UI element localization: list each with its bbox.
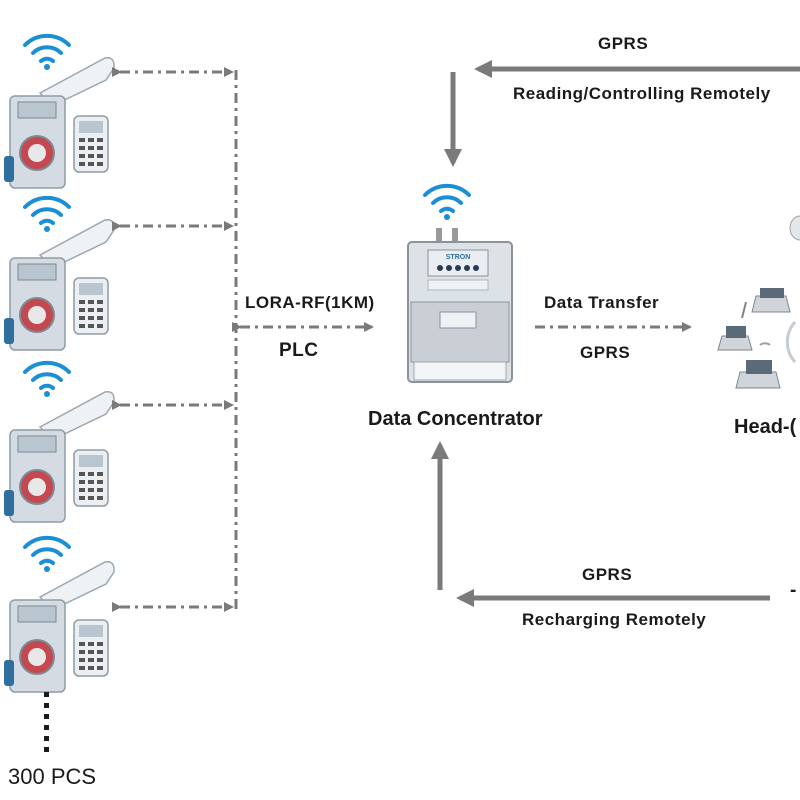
laptop-icon — [735, 360, 781, 389]
meter-4 — [3, 535, 116, 693]
water-meter-icon — [3, 56, 116, 189]
wifi-icon — [23, 535, 71, 574]
head-end-icon — [717, 215, 800, 389]
laptop-icon — [717, 301, 753, 351]
gprs-bottom-arrows — [431, 441, 770, 607]
laptop-icon — [751, 288, 791, 313]
data-concentrator-icon: STRON — [407, 183, 513, 383]
data-transfer-label: Data Transfer — [544, 293, 660, 312]
wifi-icon — [23, 195, 71, 234]
meter-3 — [3, 360, 116, 523]
data-concentrator-label: Data Concentrator — [368, 408, 543, 430]
concentrator-brand: STRON — [446, 254, 471, 261]
water-meter-icon — [3, 390, 116, 523]
head-end-label: Head-( — [734, 416, 797, 438]
plc-label: PLC — [279, 340, 319, 361]
gprs-top-label: GPRS — [598, 34, 649, 53]
wifi-icon — [423, 183, 471, 222]
water-meter-icon — [3, 218, 116, 351]
gprs-middle-label: GPRS — [580, 343, 631, 362]
meter-1 — [3, 33, 116, 189]
more-meters-dots — [44, 692, 49, 752]
meter-count-label: 300 PCS — [8, 764, 97, 789]
reading-controlling-label: Reading/Controlling Remotely — [513, 84, 771, 103]
gprs-top-arrows — [444, 60, 800, 167]
meter-2 — [3, 195, 116, 351]
edge-dash-label: - — [790, 580, 797, 601]
cloud-icon — [789, 215, 800, 241]
gprs-bottom-label: GPRS — [582, 565, 633, 584]
lora-rf-label: LORA-RF(1KM) — [245, 293, 375, 312]
wifi-icon — [23, 33, 71, 72]
meter-links — [112, 67, 234, 612]
recharging-remotely-label: Recharging Remotely — [522, 610, 707, 629]
wifi-icon — [23, 360, 71, 399]
water-meter-icon — [3, 560, 116, 693]
